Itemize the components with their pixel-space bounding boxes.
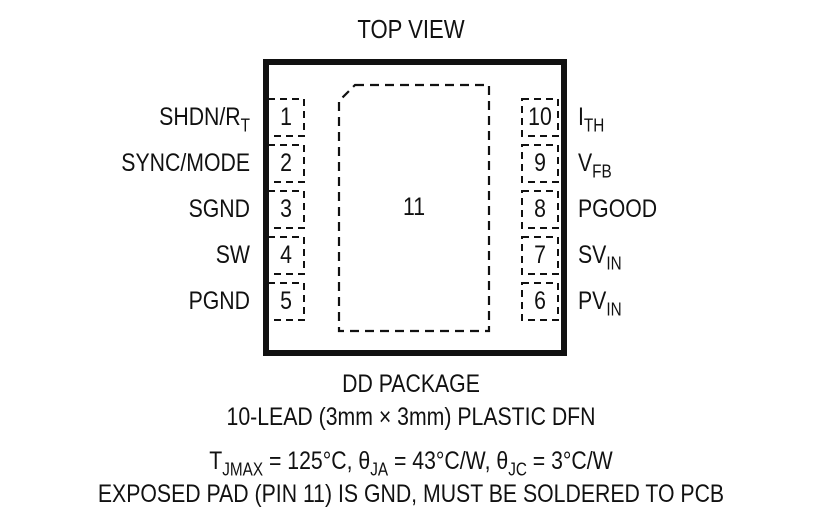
pin-label-9: VFB bbox=[578, 149, 612, 182]
pin-number-7: 7 bbox=[534, 241, 546, 269]
pin-number-3: 3 bbox=[280, 195, 292, 223]
pin-label-3: SGND bbox=[188, 195, 250, 223]
pin-label-10: ITH bbox=[578, 103, 605, 136]
left-pads bbox=[267, 98, 305, 321]
pin-number-8: 8 bbox=[534, 195, 546, 223]
pin-label-8: PGOOD bbox=[578, 195, 658, 223]
pin-number-6: 6 bbox=[534, 287, 546, 315]
pin-label-4: SW bbox=[215, 241, 250, 269]
pin-label-2: SYNC/MODE bbox=[121, 149, 250, 177]
pin-label-7: SVIN bbox=[578, 241, 622, 274]
thermal-specs: TJMAX = 125°C, θJA = 43°C/W, θJC = 3°C/W bbox=[209, 447, 613, 480]
pin-number-2: 2 bbox=[280, 149, 292, 177]
package-body bbox=[263, 59, 567, 356]
pin-number-9: 9 bbox=[534, 149, 546, 177]
package-name: DD PACKAGE bbox=[342, 370, 480, 398]
pin-label-1: SHDN/RT bbox=[159, 103, 250, 136]
exposed-pad-note: EXPOSED PAD (PIN 11) IS GND, MUST BE SOL… bbox=[97, 480, 725, 508]
right-pads bbox=[521, 98, 559, 321]
pin-number-1: 1 bbox=[280, 103, 292, 131]
pin-number-10: 10 bbox=[528, 103, 552, 131]
pin-label-6: PVIN bbox=[578, 287, 622, 320]
diagram-title: TOP VIEW bbox=[357, 14, 465, 44]
pin-number-4: 4 bbox=[280, 241, 292, 269]
pin-number-5: 5 bbox=[280, 287, 292, 315]
exposed-pad-outline bbox=[337, 83, 491, 333]
exposed-pad-number: 11 bbox=[402, 193, 426, 221]
package-description: 10-LEAD (3mm × 3mm) PLASTIC DFN bbox=[226, 403, 596, 431]
pin-label-5: PGND bbox=[188, 287, 250, 315]
